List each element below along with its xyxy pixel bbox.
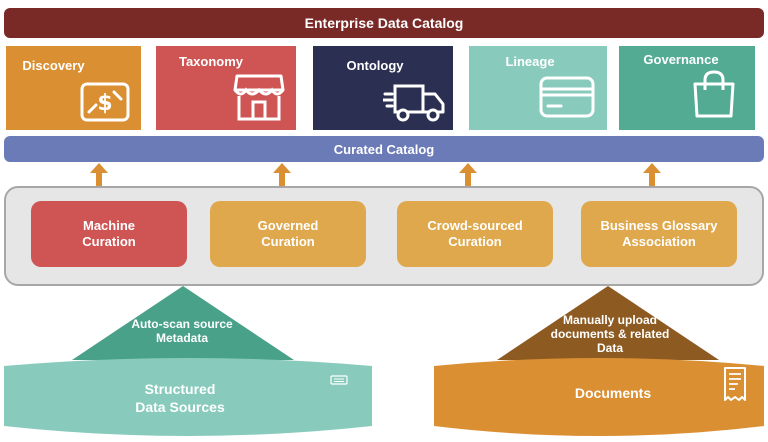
truck-icon xyxy=(383,84,445,122)
tile-label: Discovery xyxy=(22,58,85,73)
storefront-icon xyxy=(233,74,285,121)
curated-catalog-bar: Curated Catalog xyxy=(4,136,764,162)
tile-label: Governance xyxy=(643,52,719,67)
arrow-up-icon xyxy=(273,163,291,187)
arrow-up-icon xyxy=(643,163,661,187)
tile-ontology: Ontology xyxy=(313,46,453,130)
arrow-up-icon xyxy=(90,163,108,187)
tile-taxonomy: Taxonomy xyxy=(156,46,296,130)
manual-upload-triangle xyxy=(497,286,719,360)
tile-label: Lineage xyxy=(505,54,555,69)
money-icon: $ xyxy=(80,82,130,122)
page-title: Enterprise Data Catalog xyxy=(4,8,764,38)
documents-label: Documents xyxy=(574,385,652,401)
receipt-icon xyxy=(724,367,746,401)
tile-label: Ontology xyxy=(346,58,404,73)
tile-governance: Governance xyxy=(619,46,755,130)
structured-data-drum xyxy=(4,358,372,436)
keyboard-icon xyxy=(330,375,348,385)
credit-card-icon xyxy=(539,76,595,118)
arrow-up-icon xyxy=(459,163,477,187)
svg-text:$: $ xyxy=(97,91,112,116)
shopping-bag-icon xyxy=(693,70,735,118)
tile-lineage: Lineage xyxy=(469,46,607,130)
auto-scan-triangle xyxy=(72,286,294,360)
tile-label: Taxonomy xyxy=(178,54,244,69)
documents-drum xyxy=(434,358,764,436)
tile-discovery: Discovery $ xyxy=(6,46,141,130)
